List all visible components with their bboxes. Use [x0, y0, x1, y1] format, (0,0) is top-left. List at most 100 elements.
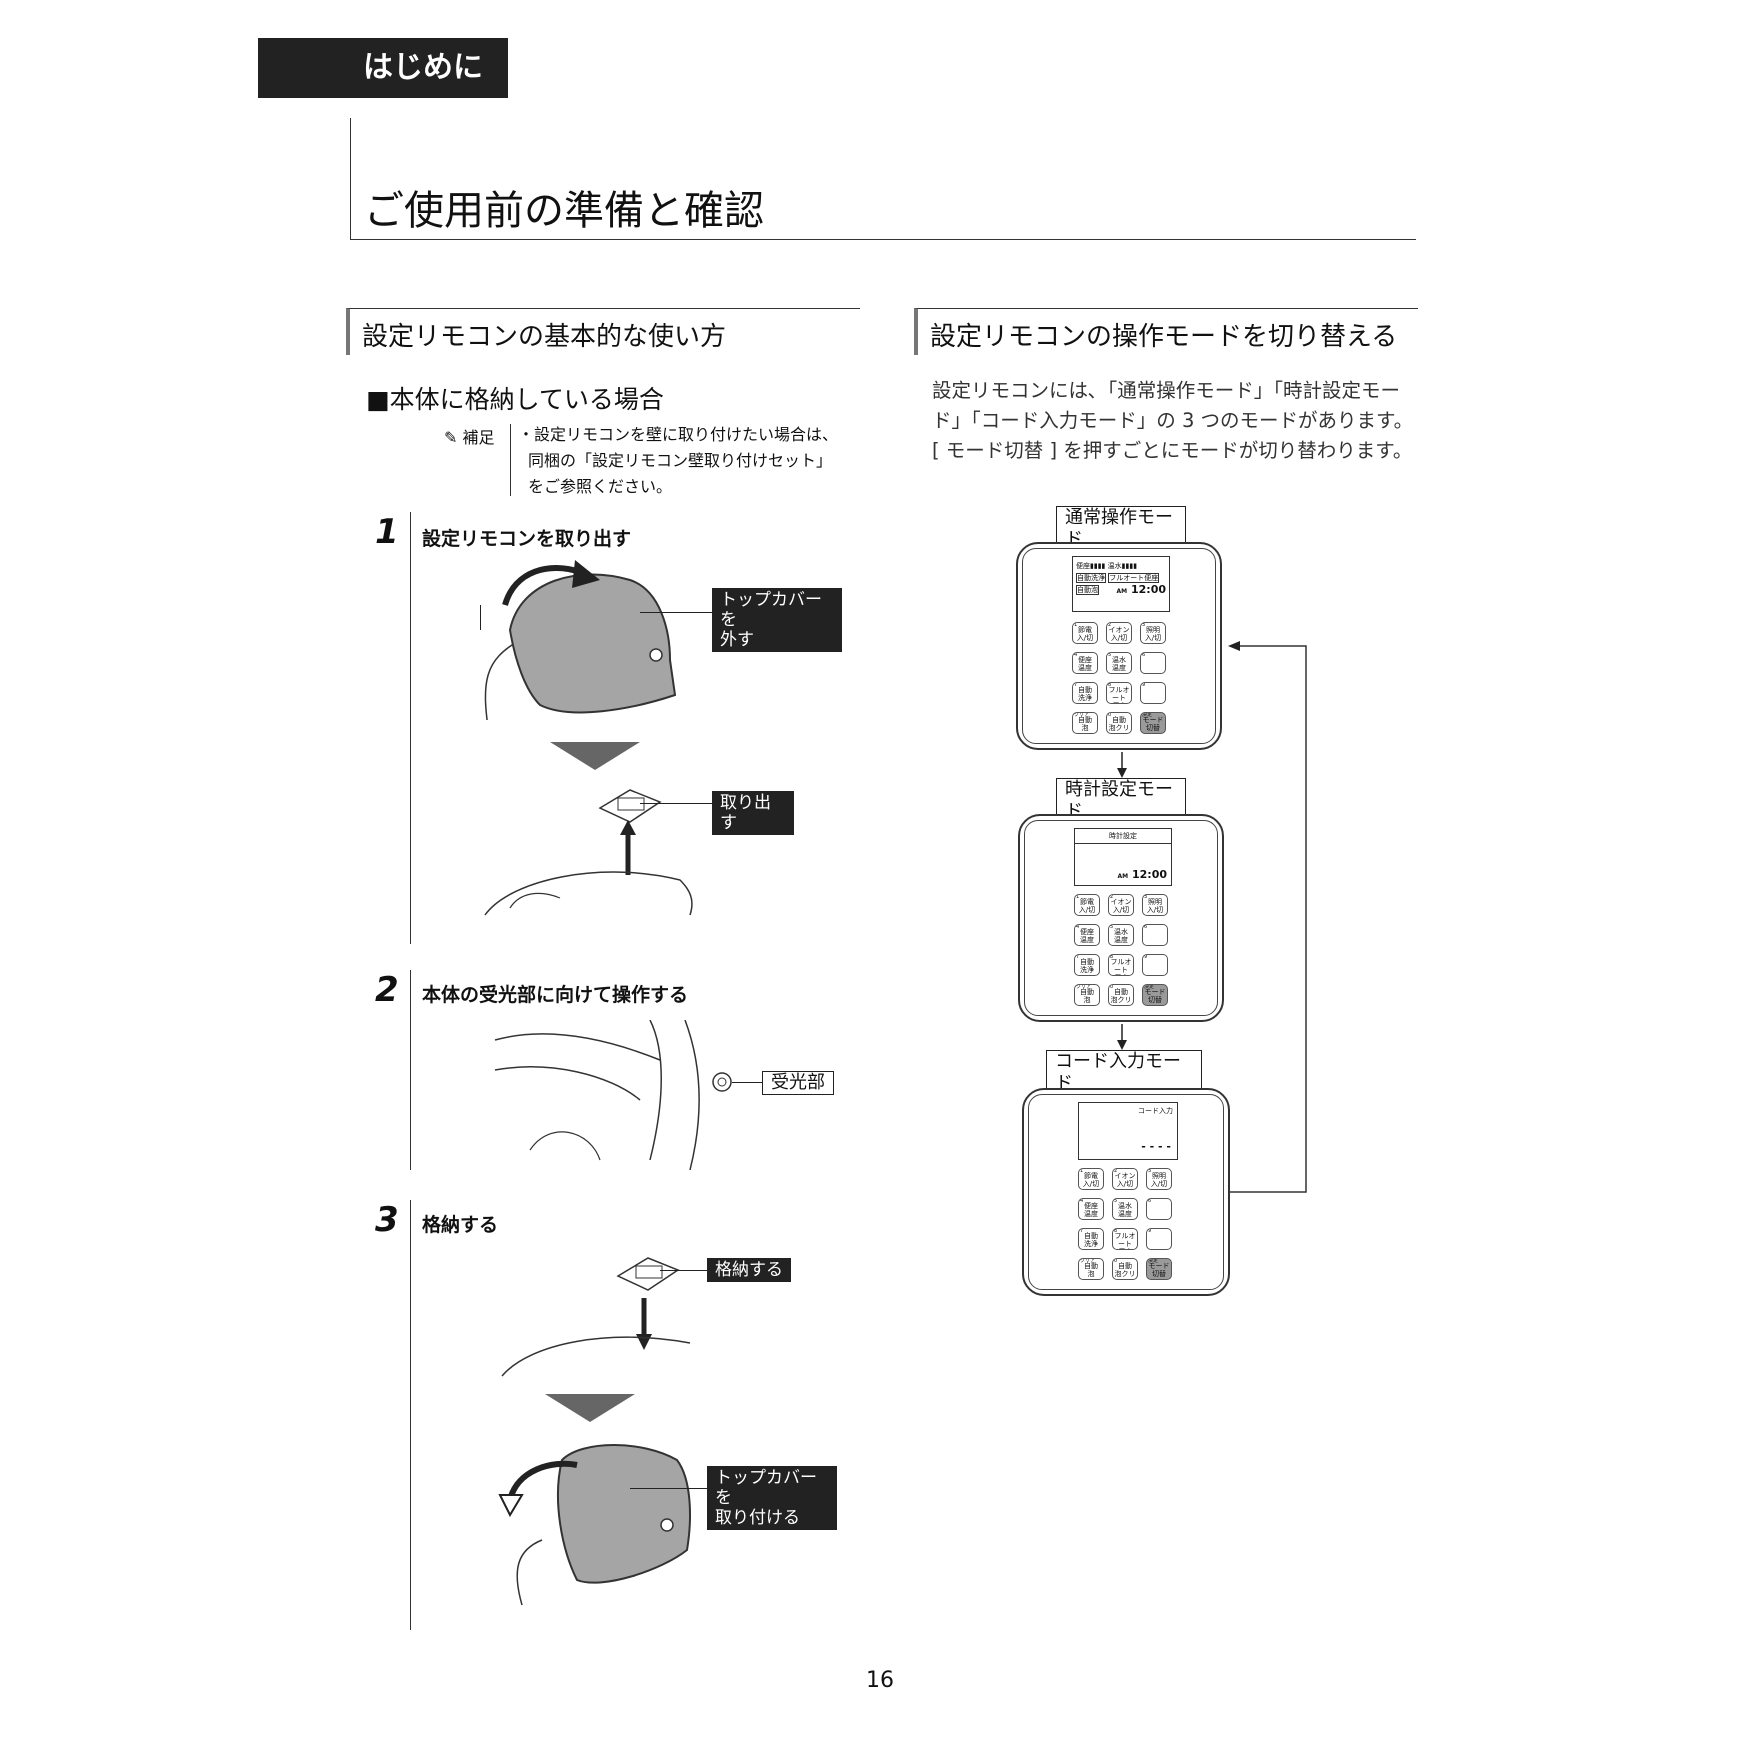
- note-divider: [510, 424, 511, 496]
- note-text: ・設定リモコンを壁に取り付けたい場合は、 同梱の「設定リモコン壁取り付けセット」…: [518, 425, 839, 496]
- remote-key-label: モード: [1148, 1262, 1170, 1270]
- remote-key[interactable]: 9: [1146, 1228, 1172, 1250]
- remote-key-label: 泡クリーン: [1114, 1270, 1136, 1279]
- remote-key-number: クリア: [1074, 712, 1090, 718]
- remote-key-label: 切替: [1152, 1270, 1166, 1278]
- remote-key-label: 温水: [1114, 928, 1128, 936]
- receiver-illustration: [494, 1020, 732, 1170]
- remote-key[interactable]: 決定モード切替: [1142, 984, 1168, 1006]
- remote-key[interactable]: 9: [1140, 682, 1166, 704]
- remove-top-cover-illustration: [480, 560, 677, 720]
- remote-key-number: 7: [1074, 682, 1078, 688]
- remote-key-number: 9: [1148, 1228, 1152, 1234]
- left-subheading: ■本体に格納している場合: [366, 385, 664, 414]
- remote-key-label: 自動: [1114, 988, 1128, 996]
- remote-key-label: 照明: [1148, 898, 1162, 906]
- remote-key-label: 洗浄: [1084, 1240, 1098, 1248]
- remote-key-number: 0: [1110, 984, 1114, 990]
- remote-key-number: 7: [1076, 954, 1080, 960]
- remote-key-number: 5: [1108, 652, 1112, 658]
- remote-key[interactable]: 6: [1140, 652, 1166, 674]
- pencil-icon: ✎: [444, 428, 458, 447]
- remote-key-number: 4: [1080, 1198, 1084, 1204]
- remote-key-number: 0: [1108, 712, 1112, 718]
- callout-attach-cover: トップカバーを 取り付ける: [707, 1466, 837, 1530]
- remote-key-number: 7: [1080, 1228, 1084, 1234]
- remote-key[interactable]: クリア自動泡: [1074, 984, 1100, 1006]
- remote-key-label: 照明: [1146, 626, 1160, 634]
- remote-key[interactable]: 決定モード切替: [1146, 1258, 1172, 1280]
- remote-key-number: 3: [1144, 894, 1148, 900]
- remote-key-label: 便座: [1080, 928, 1094, 936]
- step-3-rule: [410, 1200, 411, 1630]
- remote-key-label: 温度: [1078, 664, 1092, 672]
- remote-key[interactable]: 6: [1142, 924, 1168, 946]
- remote-key[interactable]: 0自動泡クリーン入/切: [1108, 984, 1134, 1006]
- remote-key[interactable]: 6: [1146, 1198, 1172, 1220]
- remote-key-number: 1: [1074, 622, 1078, 628]
- remote-key-label: 温度: [1114, 936, 1128, 944]
- remote-key[interactable]: 8フルオート便座: [1106, 682, 1132, 704]
- remote-key-number: 2: [1108, 622, 1112, 628]
- remote-key[interactable]: 8フルオート便座: [1108, 954, 1134, 976]
- remote-key-number: クリア: [1076, 984, 1092, 990]
- remote-key[interactable]: 決定モード切替: [1140, 712, 1166, 734]
- remote-key-number: 決定: [1148, 1258, 1159, 1264]
- mode-description: 設定リモコンには､「通常操作モード」「時計設定モー ド」「コード入力モード」の …: [932, 379, 1414, 462]
- remote-key[interactable]: 8フルオート便座: [1112, 1228, 1138, 1250]
- title-rule: [350, 118, 351, 240]
- remote-normal-mode: 便座▮▮▮▮ 温水▮▮▮▮ 自動洗浄 フルオート便座 自動泡 AM 12:00 …: [1016, 542, 1222, 750]
- remote-key[interactable]: 0自動泡クリーン入/切: [1106, 712, 1132, 734]
- remote-key-label: 入/切: [1082, 1180, 1100, 1188]
- page-number: 16: [866, 1668, 894, 1693]
- remote-key-label: 便座: [1113, 1248, 1137, 1249]
- step-3-number: 3: [375, 1200, 399, 1240]
- remote-key-label: 照明: [1152, 1172, 1166, 1180]
- remote-key-label: 泡: [1081, 724, 1089, 732]
- remote-key-label: 便座: [1107, 702, 1131, 703]
- remote-key-number: 8: [1110, 954, 1114, 960]
- remote-key[interactable]: 9: [1142, 954, 1168, 976]
- remote-key[interactable]: クリア自動泡: [1078, 1258, 1104, 1280]
- remote-key-label: 自動: [1080, 958, 1094, 966]
- remote-key-label: 泡: [1087, 1270, 1095, 1278]
- remote-key-label: 切替: [1148, 996, 1162, 1004]
- remote-key-label: 自動: [1084, 1262, 1098, 1270]
- remote-key-label: 便座: [1084, 1202, 1098, 1210]
- remote-key-label: 入/切: [1078, 906, 1096, 914]
- remote-key-label: 温度: [1112, 664, 1126, 672]
- remote-key-label: 温水: [1112, 656, 1126, 664]
- remote-key-number: 8: [1108, 682, 1112, 688]
- remote-key-label: 節電: [1080, 898, 1094, 906]
- remote-key-number: 9: [1144, 954, 1148, 960]
- remote-key[interactable]: クリア自動泡: [1072, 712, 1098, 734]
- remote-key-number: 1: [1080, 1168, 1084, 1174]
- remote-key-number: 5: [1110, 924, 1114, 930]
- left-section-heading: 設定リモコンの基本的な使い方: [346, 308, 860, 355]
- remote-key-number: 2: [1110, 894, 1114, 900]
- remote-key[interactable]: 0自動泡クリーン入/切: [1112, 1258, 1138, 1280]
- chapter-tab: はじめに: [258, 38, 508, 98]
